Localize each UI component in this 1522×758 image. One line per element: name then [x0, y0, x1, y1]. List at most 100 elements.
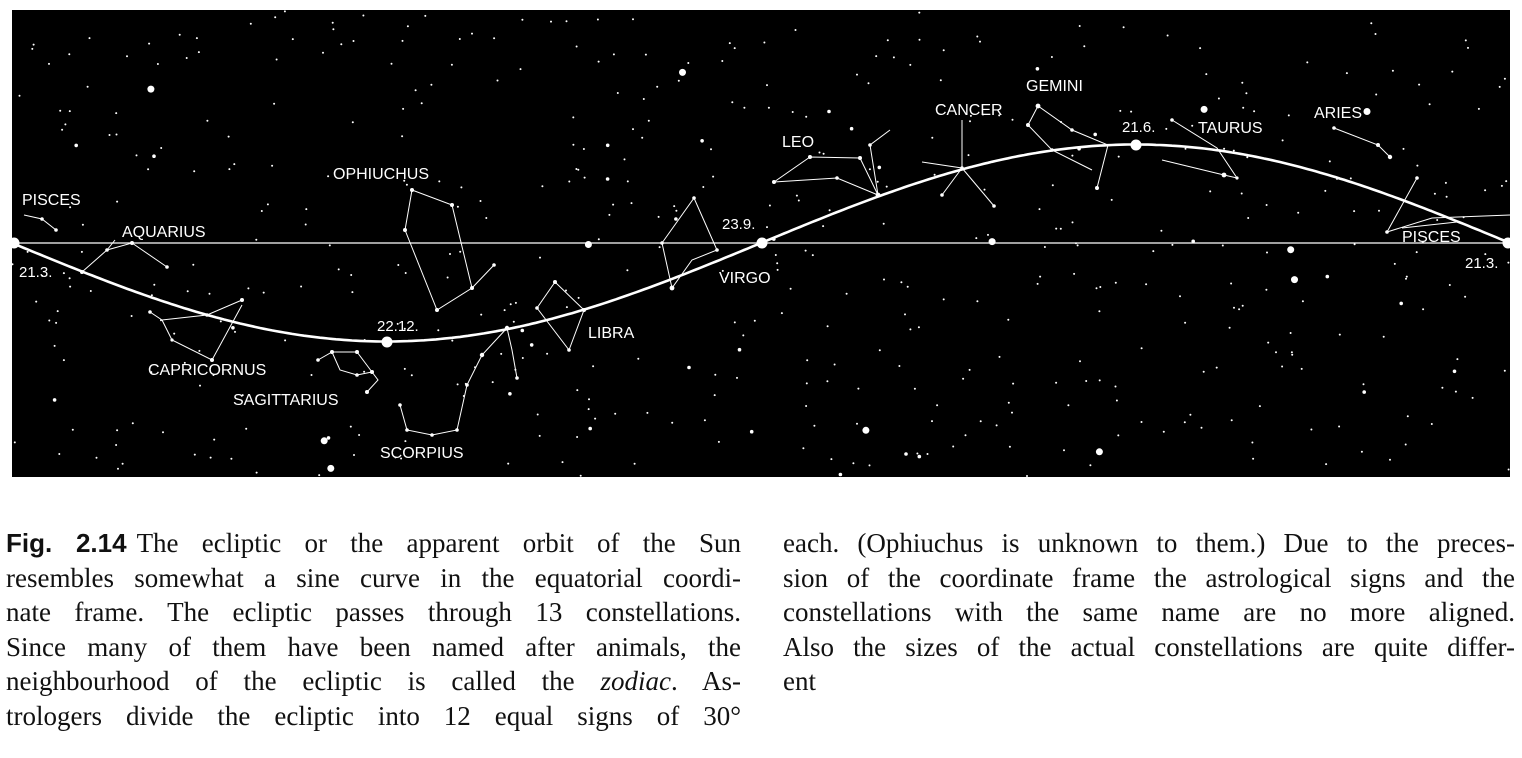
background-star: [1110, 198, 1113, 201]
background-star: [262, 291, 265, 294]
background-star: [767, 106, 770, 109]
background-star: [1191, 124, 1194, 127]
caption-line: ent: [783, 666, 816, 696]
background-star: [153, 283, 156, 286]
background-star: [71, 428, 74, 431]
background-star: [245, 427, 248, 430]
background-star: [904, 452, 908, 456]
background-star: [710, 148, 712, 151]
background-star: [644, 53, 647, 56]
background-star: [135, 154, 138, 157]
background-star: [209, 456, 212, 459]
label-taurus: TAURUS: [1198, 120, 1263, 137]
background-star: [260, 210, 263, 212]
background-star: [509, 303, 512, 306]
background-star: [632, 128, 634, 131]
date-label-autumn: 23.9.: [722, 216, 755, 233]
background-star: [876, 180, 879, 183]
background-star: [404, 272, 407, 274]
background-star: [162, 431, 164, 434]
caption-text: . As-: [670, 666, 741, 696]
background-star: [80, 250, 83, 253]
background-star: [249, 22, 252, 25]
background-star: [394, 456, 397, 459]
background-star: [674, 217, 678, 221]
background-star: [577, 168, 580, 171]
background-star: [795, 194, 798, 197]
background-star: [327, 175, 330, 178]
background-star: [976, 35, 979, 38]
background-star: [1464, 295, 1467, 298]
background-star: [805, 405, 808, 407]
background-star: [1119, 109, 1122, 112]
background-star: [1287, 114, 1290, 117]
background-star: [931, 136, 934, 139]
background-star: [1291, 276, 1298, 284]
background-star: [1140, 347, 1143, 350]
background-star: [363, 370, 366, 373]
summer-solstice-marker: [1130, 139, 1142, 151]
background-star: [1067, 404, 1070, 407]
background-star: [904, 313, 906, 316]
background-star: [1289, 332, 1292, 334]
label-capricornus: CAPRICORNUS: [148, 362, 266, 379]
background-star: [856, 422, 858, 425]
background-star: [61, 128, 64, 131]
background-star: [804, 249, 807, 252]
background-star: [1324, 189, 1327, 192]
background-star: [614, 412, 617, 415]
label-gemini: GEMINI: [1026, 78, 1083, 95]
background-star: [340, 43, 343, 46]
background-star: [830, 458, 833, 461]
background-star: [1117, 155, 1120, 158]
background-star: [998, 114, 1001, 117]
caption-text: neighbourhood of the ecliptic is called …: [6, 666, 601, 696]
background-star: [1217, 97, 1220, 100]
background-star: [147, 85, 155, 93]
background-star: [717, 440, 720, 443]
background-star: [1089, 464, 1092, 467]
label-cancer: CANCER: [935, 102, 1003, 119]
background-star: [630, 202, 633, 205]
background-star: [1059, 227, 1062, 230]
caption-line: neighbourhood of the ecliptic is called …: [6, 664, 741, 699]
sagittarius-lines: [317, 351, 379, 393]
background-star: [1238, 308, 1241, 311]
background-star: [967, 154, 970, 157]
background-star: [1391, 69, 1394, 72]
background-star: [1095, 287, 1098, 290]
background-star: [147, 168, 150, 171]
background-star: [596, 18, 599, 21]
background-star: [284, 339, 287, 342]
background-star: [1349, 177, 1352, 180]
background-star: [479, 200, 482, 202]
background-star: [838, 472, 843, 477]
background-star: [742, 334, 745, 337]
background-star: [700, 139, 704, 143]
pisces-left-lines: [23, 214, 57, 231]
background-star: [883, 278, 885, 281]
cancer-lines: [941, 120, 963, 196]
background-star: [1007, 318, 1010, 321]
background-star: [1122, 26, 1125, 29]
background-star: [1287, 246, 1295, 254]
caption-line: trologers divide the ecliptic into 12 eq…: [6, 700, 741, 731]
background-star: [733, 321, 736, 324]
background-star: [633, 462, 636, 465]
background-star: [826, 325, 829, 328]
background-star: [126, 55, 128, 58]
background-star: [1184, 147, 1187, 150]
label-ophiuchus: OPHIUCHUS: [333, 166, 429, 183]
background-star: [776, 268, 779, 271]
background-star: [703, 419, 706, 422]
background-star: [1300, 367, 1303, 370]
background-star: [529, 343, 534, 347]
background-star: [1464, 39, 1467, 42]
background-star: [868, 464, 871, 467]
background-star: [1145, 283, 1148, 286]
background-star: [1099, 286, 1102, 288]
background-star: [1036, 282, 1039, 285]
background-star: [875, 55, 878, 58]
background-star: [320, 437, 328, 445]
